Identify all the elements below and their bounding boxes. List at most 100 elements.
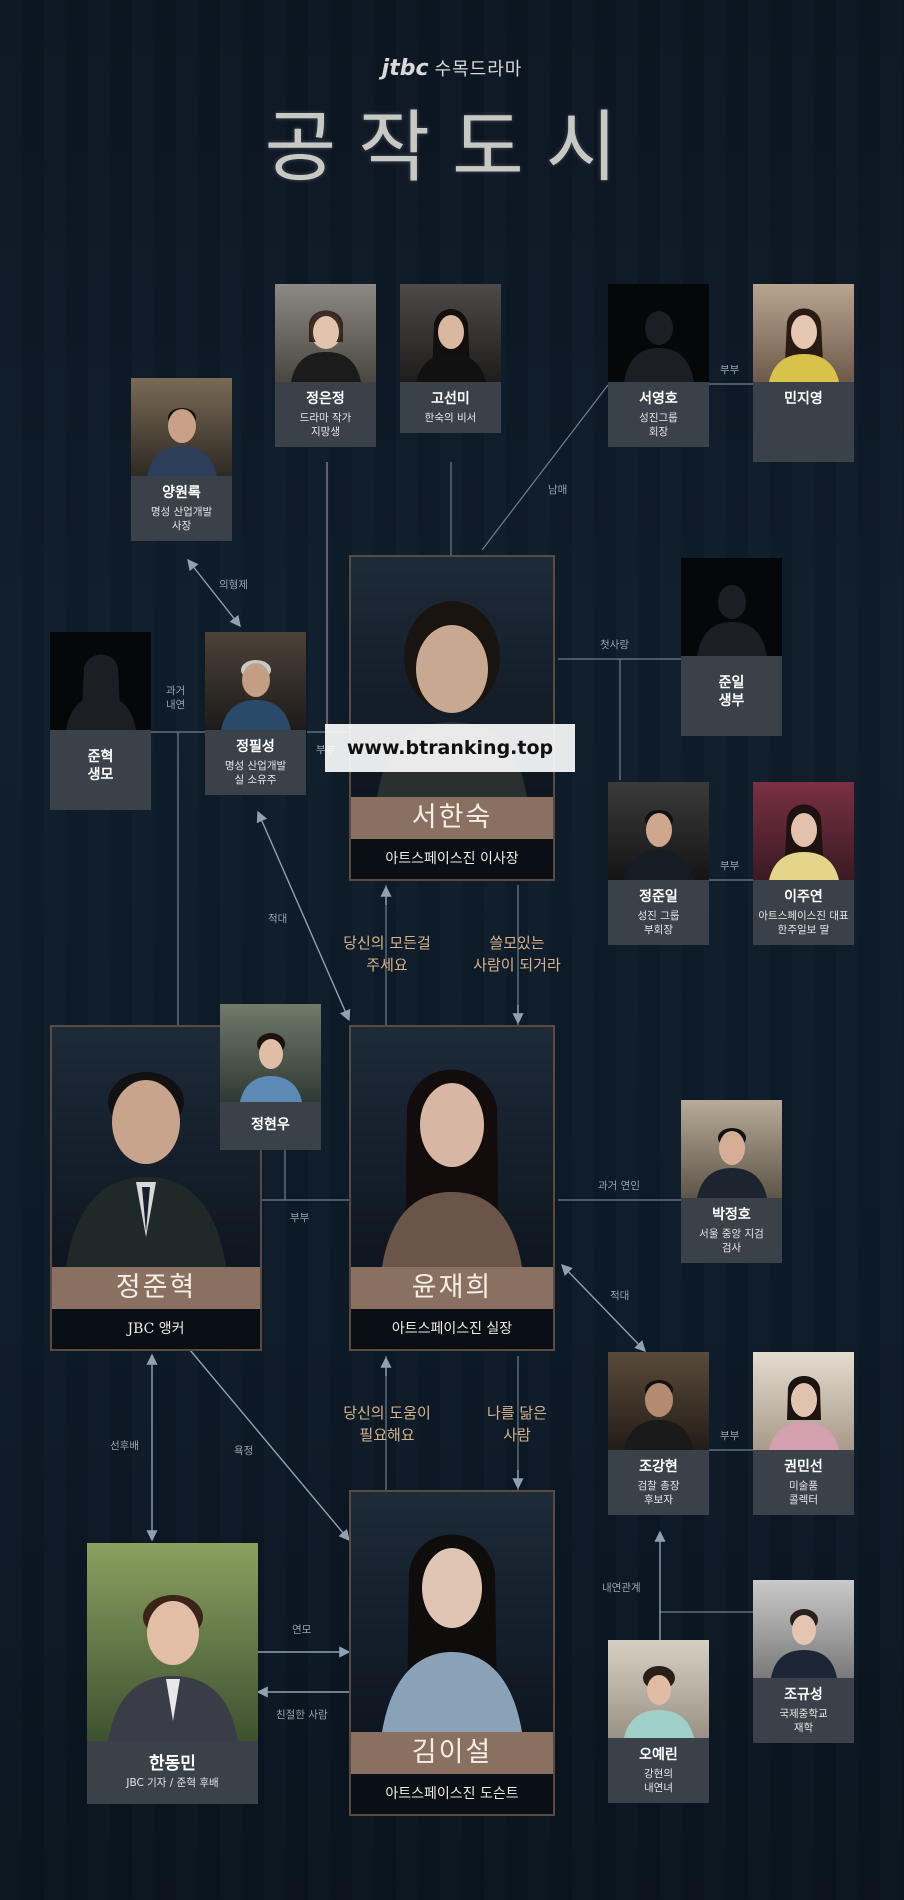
name-seoyeongho: 서영호 [639, 391, 678, 407]
portrait-icon [239, 1033, 302, 1102]
name-yangwonrok: 양원록 [162, 485, 201, 501]
photo-jogang [608, 1352, 709, 1450]
name-jeongeunjeong: 정은정 [306, 391, 345, 407]
quote-yun-to-seo: 당신의 모든걸 주세요 [343, 934, 431, 974]
portrait-icon [623, 1666, 694, 1738]
photo-goseonmi [400, 284, 501, 382]
card-goseonmi: 고선미 한숙의 비서 [400, 284, 501, 433]
card-yangwonrok: 양원록 명성 산업개발 사장 [131, 378, 232, 541]
role-kwonminseon: 미술품 콜렉터 [789, 1480, 818, 1506]
relation-label: 과거 연인 [598, 1180, 640, 1192]
portrait-icon [623, 1380, 694, 1450]
name-jeonghyeonwoo: 정현우 [251, 1117, 290, 1133]
relation-label: 의형제 [219, 579, 248, 591]
arrow-junhyeok-kimiseol [189, 1349, 350, 1542]
photo-handongmin [87, 1543, 258, 1741]
name-handongmin: 한동민 [149, 1754, 196, 1774]
quote-seo-to-yun: 쓸모있는 사람이 되거라 [473, 934, 561, 974]
card-bakjeongho: 박정호 서울 중앙 지검 검사 [681, 1100, 782, 1263]
photo-seoyeongho [608, 284, 709, 382]
broadcast-slot: 수목드라마 [434, 59, 523, 80]
name-junilsaengbu: 준일 생부 [718, 675, 745, 709]
photo-leejuyeon [753, 782, 854, 880]
photo-oyerin [608, 1640, 709, 1738]
portrait-icon [623, 810, 694, 880]
unknown-person-silhouette-icon [623, 311, 694, 382]
card-handongmin: 한동민 JBC 기자 / 준혁 후배 [87, 1543, 258, 1804]
name-jeongjunhyeok: 정준혁 [52, 1267, 260, 1309]
relation-label: 부부 [720, 860, 740, 872]
role-kimiseol: 아트스페이스진 도슨트 [351, 1774, 553, 1814]
card-jeongpilseong: 정필성 명성 산업개발 실 소유주 [205, 632, 306, 795]
name-jogyuseong: 조규성 [784, 1687, 823, 1703]
name-oyerin: 오예린 [639, 1747, 678, 1763]
card-jogyuseong: 조규성 국제중학교 재학 [753, 1580, 854, 1743]
relation-label: 과거 내연 [166, 685, 186, 711]
portrait-icon [146, 408, 217, 476]
unknown-person-silhouette-icon [696, 585, 767, 656]
arrow-yangwonrok-jeongpilseong [187, 558, 241, 628]
role-jogang: 검찰 총장 후보자 [637, 1480, 680, 1506]
portrait-icon [220, 660, 291, 730]
unknown-person-silhouette-icon [65, 654, 136, 730]
portrait-icon [107, 1595, 238, 1741]
role-jeongjunhyeok: JBC 앵커 [52, 1309, 260, 1349]
role-bakjeongho: 서울 중앙 지검 검사 [699, 1228, 764, 1254]
main-card-yunjaehee: 윤재희 아트스페이스진 실장 [349, 1025, 555, 1351]
relation-label: 친절한 사람 [276, 1709, 328, 1721]
name-jeongjunil: 정준일 [639, 889, 678, 905]
portrait-icon [768, 308, 839, 382]
role-jogyuseong: 국제중학교 재학 [779, 1708, 828, 1734]
photo-yangwonrok [131, 378, 232, 476]
relation-label: 적대 [268, 913, 288, 925]
role-seohansuk: 아트스페이스진 이사장 [351, 839, 553, 879]
role-jeongpilseong: 명성 산업개발 실 소유주 [224, 760, 287, 786]
arrow-yunjaehee-jogang [561, 1263, 646, 1353]
card-junilsaengbu: 준일 생부 [681, 558, 782, 736]
name-jogang: 조강현 [639, 1459, 678, 1475]
name-junhyeoksaengmo: 준혁 생모 [87, 749, 114, 783]
relation-label: 내연관계 [602, 1582, 641, 1594]
card-seoyeongho: 서영호 성진그룹 회장 [608, 284, 709, 447]
card-jeonghyeonwoo: 정현우 [220, 1004, 321, 1150]
photo-jeongjunhyeok [52, 1027, 260, 1267]
name-leejuyeon: 이주연 [784, 889, 823, 905]
role-jeongjunil: 성진 그룹 부회장 [637, 910, 680, 936]
photo-jeonghyeonwoo [220, 1004, 321, 1102]
card-junhyeoksaengmo: 준혁 생모 [50, 632, 151, 810]
relation-label: 남매 [548, 484, 568, 496]
card-jeongjunil: 정준일 성진 그룹 부회장 [608, 782, 709, 945]
relation-label: 선후배 [110, 1440, 139, 1452]
name-bakjeongho: 박정호 [712, 1207, 751, 1223]
relation-label: 부부 [290, 1212, 310, 1224]
name-minjiyeong: 민지영 [784, 391, 823, 407]
photo-jogyuseong [753, 1580, 854, 1678]
arrow-jeongpilseong-yunjaehee [256, 810, 351, 1022]
photo-kimiseol [351, 1492, 553, 1732]
portrait-icon [415, 309, 486, 382]
card-jogang: 조강현 검찰 총장 후보자 [608, 1352, 709, 1515]
card-oyerin: 오예린 강현의 내연녀 [608, 1640, 709, 1803]
name-goseonmi: 고선미 [431, 391, 470, 407]
relation-label: 욕정 [234, 1445, 254, 1457]
photo-junhyeoksaengmo [50, 632, 151, 730]
card-leejuyeon: 이주연 아트스페이스진 대표 한주일보 딸 [753, 782, 854, 945]
role-handongmin: JBC 기자 / 준혁 후배 [126, 1777, 219, 1789]
role-yunjaehee: 아트스페이스진 실장 [351, 1309, 553, 1349]
card-kwonminseon: 권민선 미술품 콜렉터 [753, 1352, 854, 1515]
portrait-icon [768, 1376, 839, 1450]
card-minjiyeong: 민지영 [753, 284, 854, 462]
photo-jeongpilseong [205, 632, 306, 730]
relation-label: 연모 [292, 1624, 312, 1636]
portrait-icon [65, 1072, 226, 1267]
name-jeongpilseong: 정필성 [236, 739, 275, 755]
role-leejuyeon: 아트스페이스진 대표 한주일보 딸 [758, 910, 849, 936]
photo-junilsaengbu [681, 558, 782, 656]
line-seoyeongho-seohansuk [481, 384, 609, 551]
portrait-icon [768, 804, 839, 880]
role-yangwonrok: 명성 산업개발 사장 [150, 506, 213, 532]
name-kwonminseon: 권민선 [784, 1459, 823, 1475]
quote-kim-to-yun: 당신의 도움이 필요해요 [343, 1404, 431, 1444]
main-card-seohansuk: 서한숙 아트스페이스진 이사장 [349, 555, 555, 881]
